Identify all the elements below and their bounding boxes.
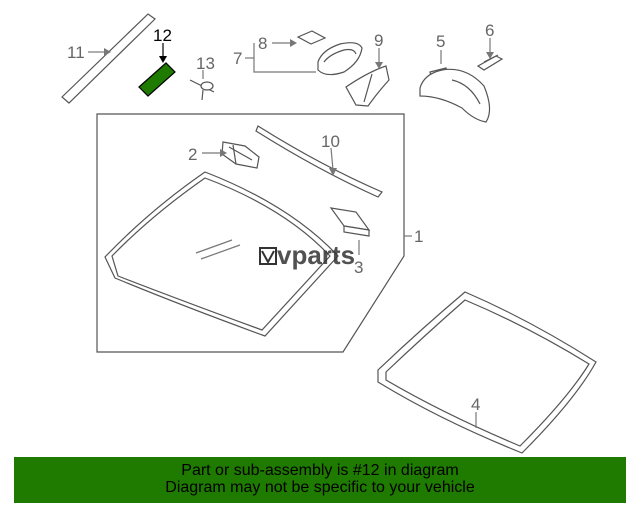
windshield-assembly-frame [96, 113, 405, 353]
callout-12[interactable]: 12 [153, 26, 172, 45]
watermark-logo: vparts [259, 240, 355, 270]
part-4-gasket-inner [385, 299, 590, 447]
leader-6-arrow [486, 52, 494, 59]
leader-10-arrow [329, 168, 337, 176]
callout-9[interactable]: 9 [374, 31, 383, 50]
part-5-mirror[interactable] [419, 67, 491, 123]
part-11-strip[interactable] [61, 13, 156, 104]
callout-10[interactable]: 10 [321, 132, 340, 151]
banner-line-2: Diagram may not be specific to your vehi… [165, 479, 475, 496]
part-13-clip[interactable] [189, 79, 215, 101]
callout-4[interactable]: 4 [471, 395, 480, 414]
parts-diagram: vparts 1 2 3 4 5 6 7 8 9 10 11 12 13 [61, 13, 597, 454]
callout-13[interactable]: 13 [196, 54, 215, 73]
info-banner: Part or sub-assembly is #12 in diagram D… [14, 457, 626, 503]
callout-7[interactable]: 7 [233, 49, 242, 68]
part-4-gasket[interactable] [377, 291, 597, 454]
part-7-cover[interactable] [317, 42, 363, 76]
banner-line-1: Part or sub-assembly is #12 in diagram [181, 462, 459, 479]
watermark-text: vparts [277, 240, 355, 270]
part-9-cover[interactable] [345, 65, 390, 107]
callout-5[interactable]: 5 [436, 32, 445, 51]
callout-2[interactable]: 2 [188, 145, 197, 164]
callout-3[interactable]: 3 [354, 258, 363, 277]
part-3-sensor[interactable] [329, 207, 371, 237]
leader-9-arrow [375, 62, 383, 69]
part-12-pad[interactable] [138, 62, 176, 97]
glass-reflection [200, 244, 241, 260]
windshield-glass[interactable] [104, 171, 339, 337]
leader-7 [253, 43, 316, 73]
part-6-mount[interactable] [476, 54, 504, 71]
leader-8-arrow [290, 39, 297, 47]
callout-8[interactable]: 8 [258, 34, 267, 53]
part-8-tag[interactable] [296, 30, 327, 45]
windshield-glass-inner [111, 177, 331, 331]
leader-12-arrow [159, 56, 167, 63]
leader-11-arrow [104, 48, 111, 56]
callout-1[interactable]: 1 [414, 227, 423, 246]
part-10-molding[interactable] [255, 125, 383, 198]
callout-6[interactable]: 6 [485, 21, 494, 40]
callout-11[interactable]: 11 [67, 43, 85, 62]
part-2-bracket[interactable] [221, 141, 260, 169]
leader-2-arrow [220, 149, 227, 157]
glass-reflection [195, 239, 233, 254]
leader-10 [330, 147, 334, 171]
